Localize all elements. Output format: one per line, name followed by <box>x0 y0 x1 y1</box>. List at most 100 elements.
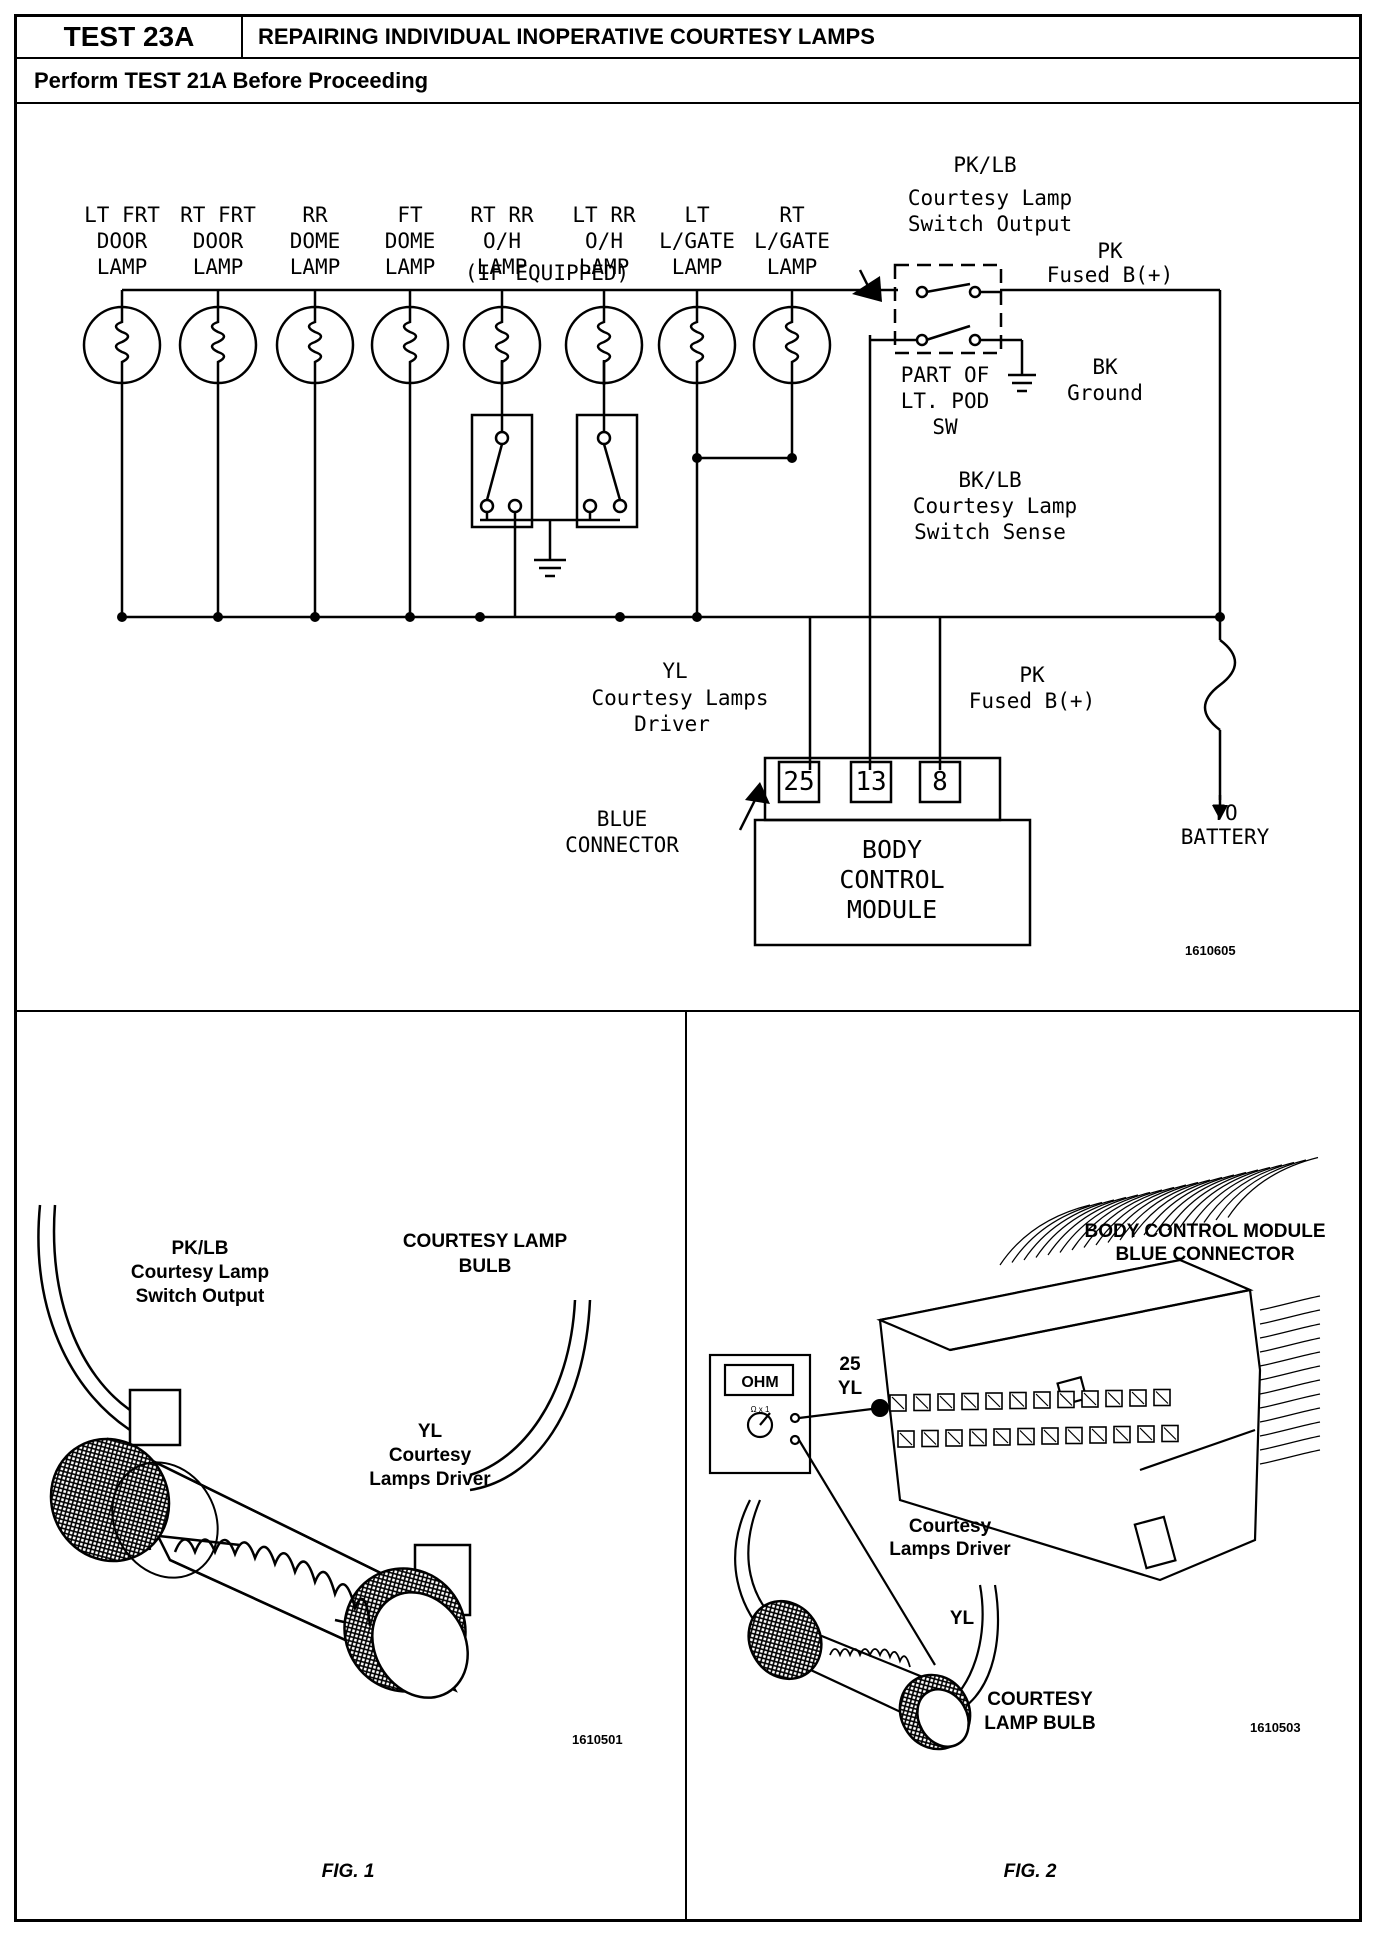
fig1-pk-lb-3: Switch Output <box>136 1286 265 1307</box>
switch-sense-desc-2: Switch Sense <box>914 520 1066 544</box>
figure-divider <box>685 1010 687 1919</box>
to-battery-label: TO <box>1212 801 1237 825</box>
switch-output-desc-2: Switch Output <box>908 212 1072 236</box>
fig2-pin-number: 25 <box>839 1354 861 1375</box>
lamp-label: LAMP <box>385 255 436 279</box>
lamp-label: O/H <box>585 229 623 253</box>
bcm-label-3: MODULE <box>847 895 937 924</box>
lamp-label: RT RR <box>470 203 534 227</box>
wiring-schematic <box>120 263 1237 947</box>
lamp-label: LT RR <box>572 203 636 227</box>
fig2-yl: YL <box>950 1608 975 1629</box>
test-subtitle: Perform TEST 21A Before Proceeding <box>34 68 429 93</box>
header-divider <box>17 57 1359 59</box>
lamp-label: RT <box>779 203 805 227</box>
lamp-icon <box>564 305 644 385</box>
fig2-driver-2: Lamps Driver <box>889 1539 1011 1560</box>
fig2-pin-color: YL <box>838 1378 863 1399</box>
oh-switch-rt <box>470 360 534 617</box>
fig1-labels: PK/LB Courtesy Lamp Switch Output COURTE… <box>131 1231 568 1490</box>
yl-driver-desc-2: Driver <box>634 712 710 736</box>
pk-bottom-wire: PK <box>1019 663 1045 687</box>
bcm-label-2: CONTROL <box>839 865 944 894</box>
switch-output-desc: Courtesy Lamp <box>908 186 1072 210</box>
lamp-label: FT <box>397 203 423 227</box>
yl-driver-desc: Courtesy Lamps <box>591 686 768 710</box>
lamp-label: LAMP <box>290 255 341 279</box>
filament-icon <box>173 1538 372 1627</box>
lamp-label: DOOR <box>97 229 148 253</box>
lamp-icon <box>82 305 162 385</box>
pod-switch-label-2: LT. POD <box>901 389 990 413</box>
lamp-icon <box>752 305 832 385</box>
battery-arrow <box>1212 805 1228 820</box>
probe-tip <box>871 1399 889 1417</box>
oh-switch-lt <box>575 360 639 529</box>
switch-output-arrow <box>852 276 882 302</box>
fig1-yl: YL <box>418 1421 443 1442</box>
lamp-label: RR <box>302 203 328 227</box>
pk-top-wire: PK <box>1097 239 1123 263</box>
pod-switch-label-3: SW <box>932 415 958 439</box>
fig1-yl-2: Courtesy <box>389 1445 472 1466</box>
lamp-label: RT FRT <box>180 203 256 227</box>
header-divider-2 <box>17 102 1359 104</box>
blue-connector-label: BLUE <box>597 807 648 831</box>
lamp-label: LAMP <box>767 255 818 279</box>
fig2-bcm-label: BODY CONTROL MODULE <box>1084 1221 1325 1242</box>
bk-ground-desc: Ground <box>1067 381 1143 405</box>
pk-bottom-desc: Fused B(+) <box>969 689 1095 713</box>
page-frame <box>14 14 1362 1922</box>
lamp-label: DOME <box>385 229 436 253</box>
yl-driver-wire: YL <box>662 659 687 683</box>
lamp-label: DOME <box>290 229 341 253</box>
pk-top-desc: Fused B(+) <box>1047 263 1173 287</box>
pod-switch-label: PART OF <box>901 363 990 387</box>
lamp-label: LAMP <box>579 255 630 279</box>
lamp-label: LAMP <box>672 255 723 279</box>
switch-sense-wire: BK/LB <box>958 468 1021 492</box>
fig1-pk-lb: PK/LB <box>172 1238 229 1259</box>
section-divider <box>17 1010 1359 1012</box>
lamp-label: L/GATE <box>659 229 735 253</box>
fig2-bulb-label-2: LAMP BULB <box>984 1713 1096 1734</box>
lamp-label: LT FRT <box>84 203 160 227</box>
schematic-figure-id: 1610605 <box>1185 943 1236 958</box>
lamp-label: O/H <box>483 229 521 253</box>
fig2-bulb-ends <box>747 1599 972 1751</box>
switch-sense-desc: Courtesy Lamp <box>913 494 1077 518</box>
bcm-label: BODY <box>862 835 922 864</box>
fig2-caption: FIG. 2 <box>1004 1861 1057 1882</box>
fig1-yl-3: Lamps Driver <box>369 1469 491 1490</box>
pin-13: 13 <box>855 767 886 797</box>
fig1-caption: FIG. 1 <box>322 1861 375 1882</box>
lamp-icon <box>370 305 450 385</box>
fig1-bulb-label-2: BULB <box>459 1256 512 1277</box>
pin-25: 25 <box>783 767 814 797</box>
lamp-label: LAMP <box>477 255 528 279</box>
pod-switch <box>870 282 1000 347</box>
switch-output-wire: PK/LB <box>953 153 1016 177</box>
fig1-bulb-label: COURTESY LAMP <box>403 1231 568 1252</box>
ohmmeter-range: Ω x 1 <box>751 1405 770 1414</box>
test-number: TEST 23A <box>17 17 243 57</box>
lamp-symbols <box>82 305 832 385</box>
bk-ground-wire: BK <box>1092 355 1118 379</box>
lamp-icon <box>657 305 737 385</box>
lamp-label: LT <box>684 203 710 227</box>
if-equipped-label: (IF EQUIPPED) <box>465 261 629 285</box>
test-title: REPAIRING INDIVIDUAL INOPERATIVE COURTES… <box>258 24 875 49</box>
to-battery-label-2: BATTERY <box>1181 825 1270 849</box>
fig1-figure-id: 1610501 <box>572 1732 623 1747</box>
blue-connector-arrow <box>745 782 770 804</box>
fig2-driver: Courtesy <box>909 1516 992 1537</box>
blue-connector-label-2: CONNECTOR <box>565 833 679 857</box>
lamp-label: LAMP <box>193 255 244 279</box>
fig2-figure-id: 1610503 <box>1250 1720 1301 1735</box>
lamp-label: L/GATE <box>754 229 830 253</box>
fig2-bcm-label-2: BLUE CONNECTOR <box>1115 1244 1294 1265</box>
lamp-icon <box>275 305 355 385</box>
lamp-icon <box>178 305 258 385</box>
